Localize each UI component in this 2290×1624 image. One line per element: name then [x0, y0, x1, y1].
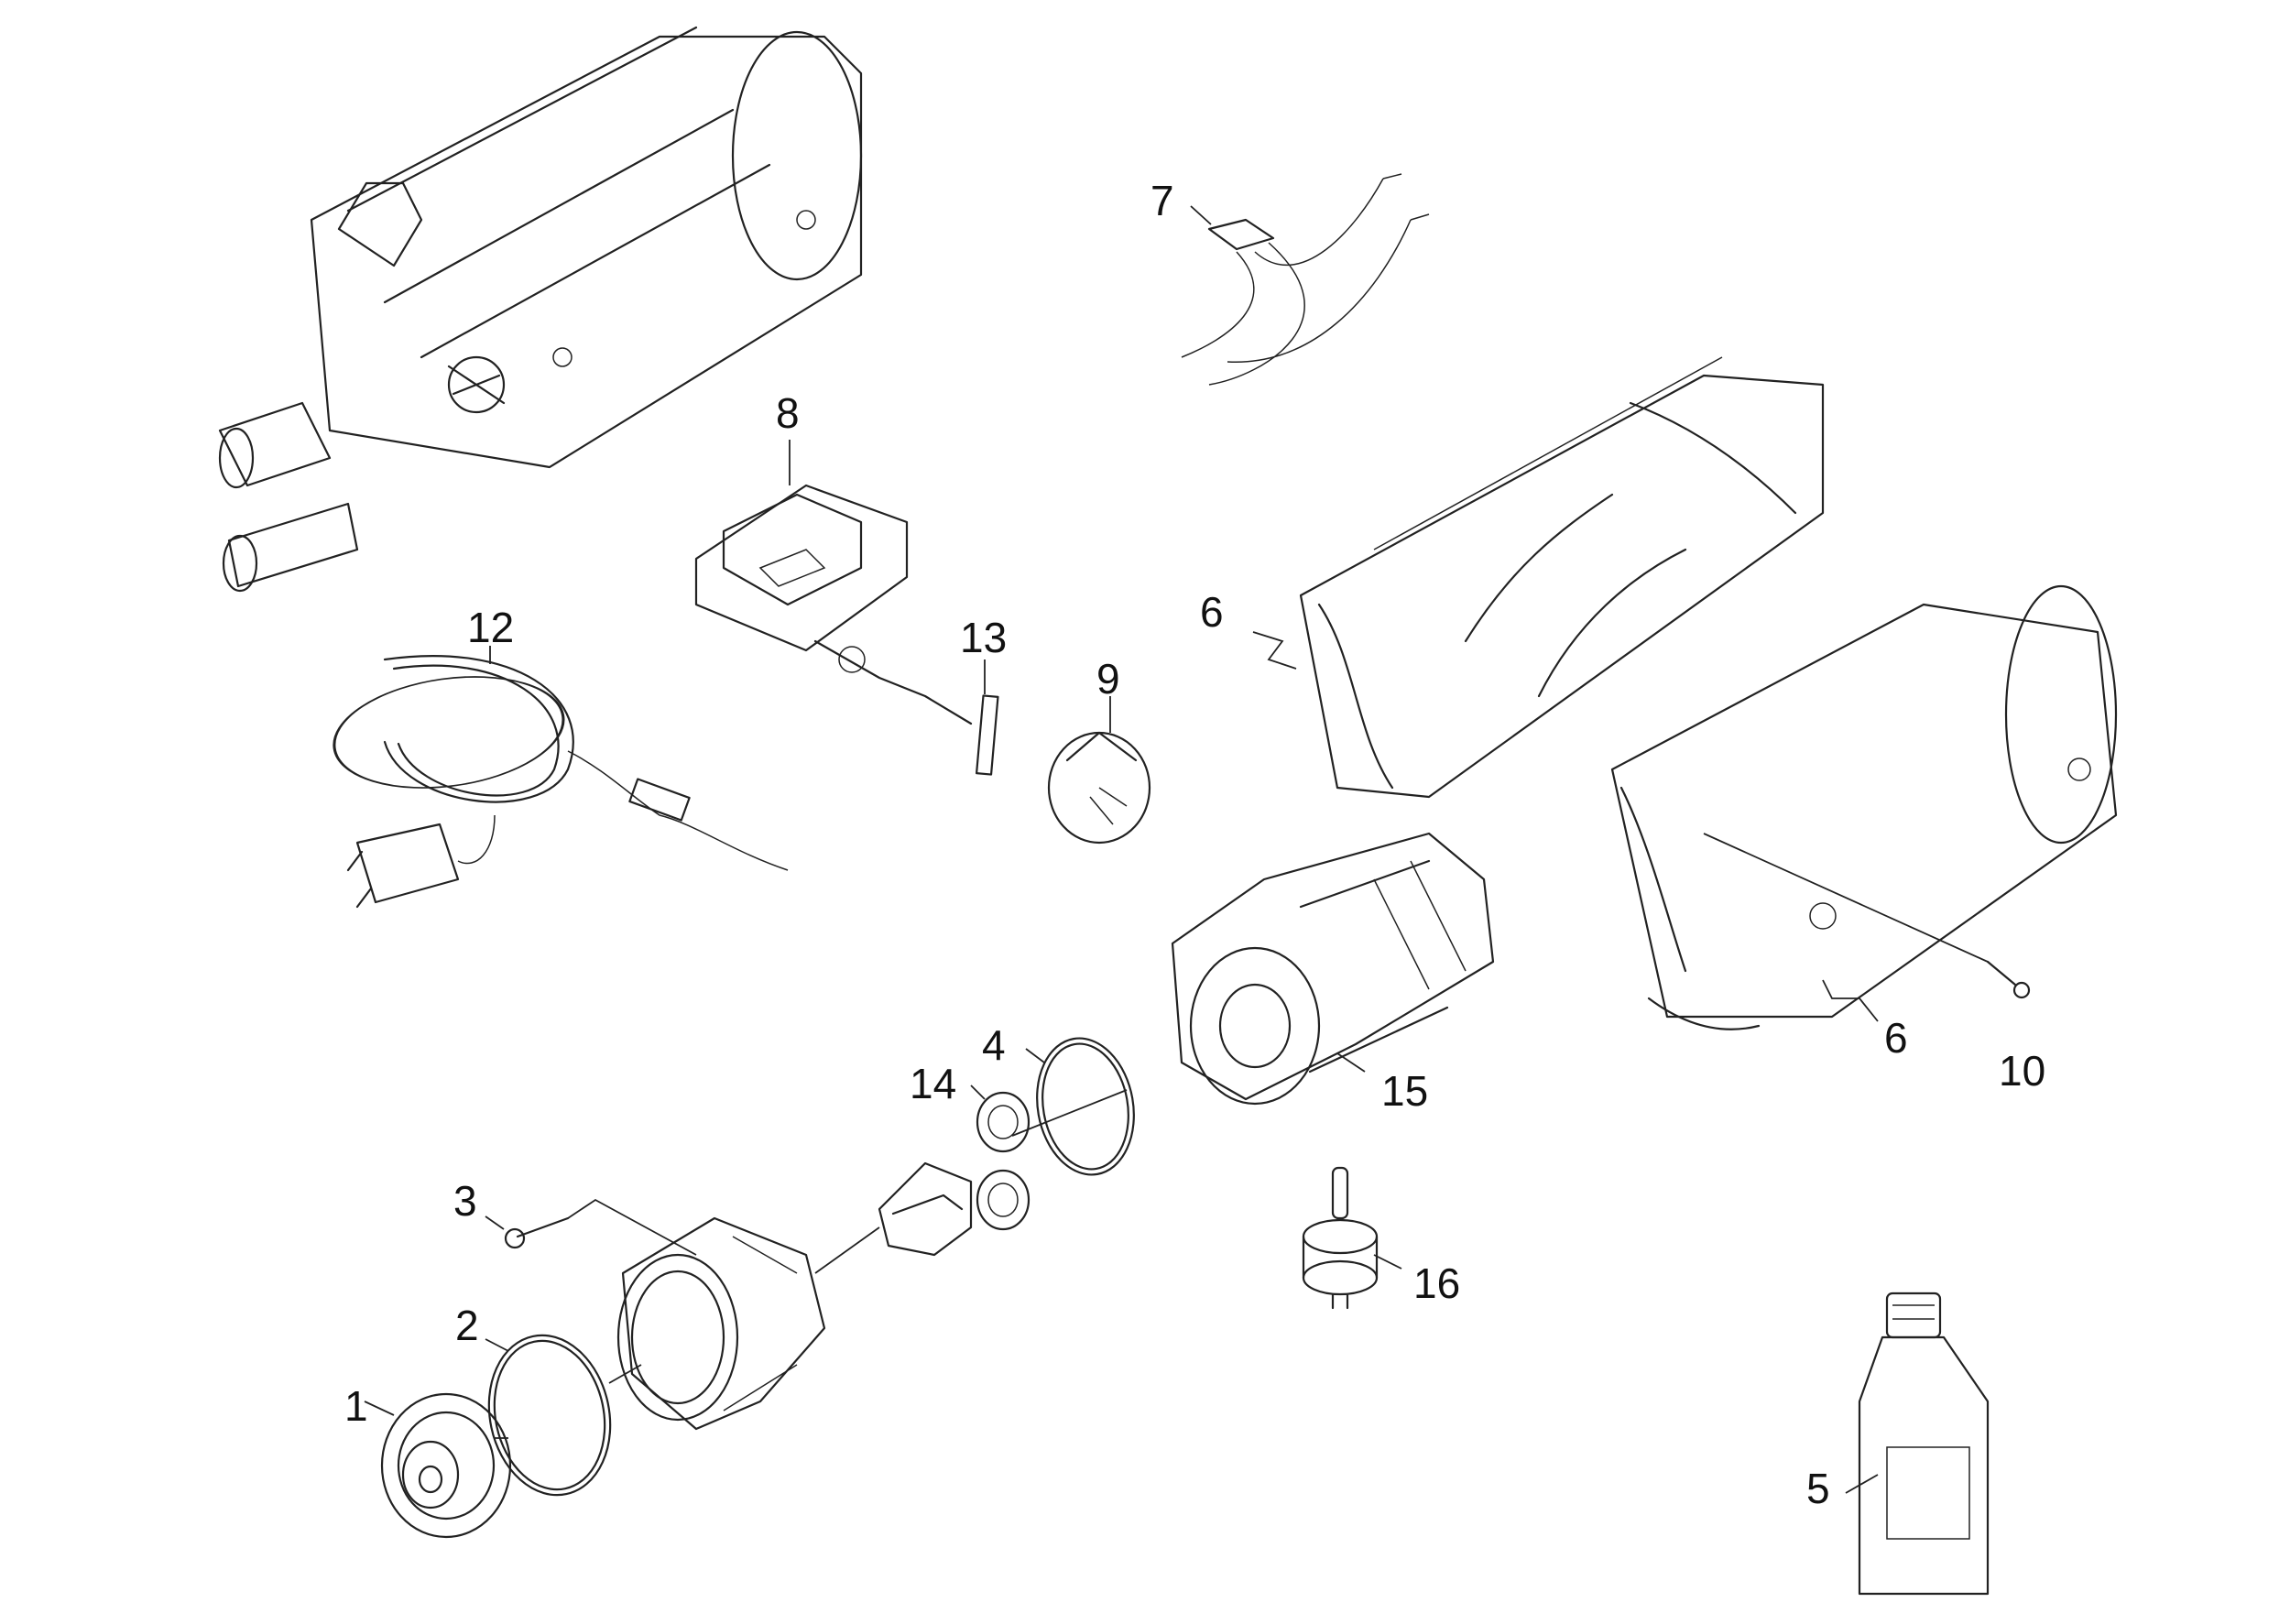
- gear-carrier-drawing: [814, 1089, 1128, 1274]
- callout-5: 5: [1806, 1465, 1830, 1512]
- part-3-screw: [485, 1198, 697, 1256]
- part-16-foot: [1302, 1166, 1402, 1310]
- callout-16: 16: [1413, 1259, 1461, 1307]
- callout-14: 14: [910, 1060, 957, 1107]
- part-6-housing-lower: [1610, 584, 2118, 1030]
- part-6-housing-upper: [1252, 356, 1825, 799]
- callout-6a: 6: [1200, 588, 1224, 636]
- callout-6b: 6: [1884, 1014, 1908, 1062]
- part-4-o-ring: [1025, 1037, 1135, 1176]
- part-5-oil-bottle: [1845, 1292, 1990, 1596]
- assembled-unit-drawing: [218, 26, 863, 593]
- part-9-knob: [1047, 696, 1151, 845]
- part-8-switch: [694, 440, 909, 652]
- part-12-power-cord: [333, 646, 789, 909]
- part-7-wiring-harness: [1181, 173, 1430, 386]
- callout-15: 15: [1381, 1067, 1429, 1115]
- callout-1: 1: [344, 1382, 368, 1430]
- callout-3: 3: [453, 1177, 477, 1225]
- callout-13: 13: [960, 614, 1008, 661]
- pump-housing-drawing: [616, 1216, 826, 1431]
- part-13-rod: [813, 639, 999, 776]
- callout-10: 10: [1999, 1047, 2046, 1095]
- callout-12: 12: [467, 604, 515, 651]
- callout-4: 4: [982, 1021, 1006, 1069]
- callout-2: 2: [455, 1302, 479, 1349]
- part-14-gears: [970, 1084, 1030, 1231]
- part-1-cap: [364, 1392, 512, 1539]
- part-15-motor: [1171, 832, 1495, 1106]
- part-2-o-ring: [485, 1334, 642, 1497]
- callout-8: 8: [776, 389, 800, 437]
- callout-9: 9: [1096, 655, 1120, 703]
- part-10-screw: [1703, 833, 2031, 999]
- callout-7: 7: [1150, 177, 1174, 224]
